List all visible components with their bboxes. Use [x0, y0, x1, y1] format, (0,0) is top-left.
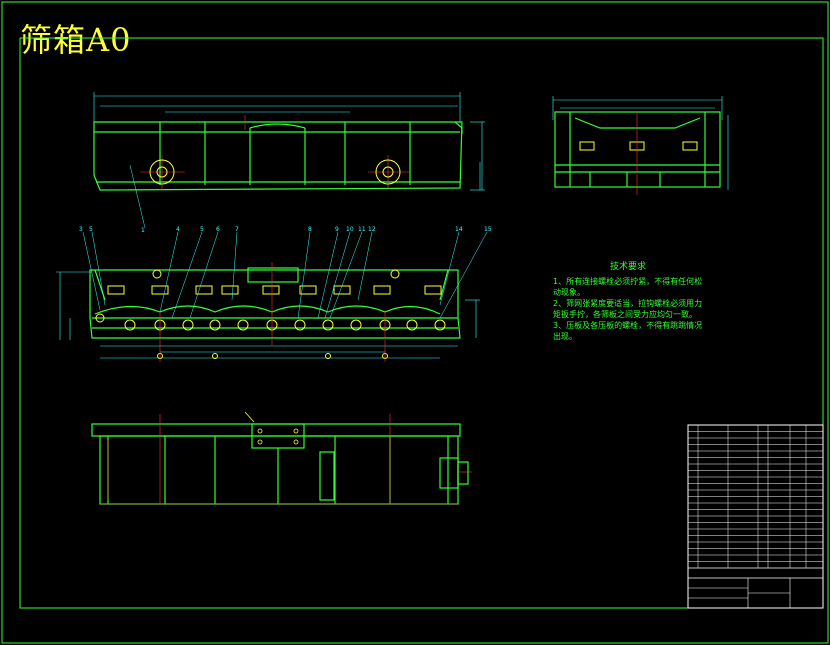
- technical-requirement-item: 3、压板及各压板的螺栓，不得有跳跳情况出现。: [553, 321, 703, 341]
- callout-labels: 3 5 4 5 6 7 8 9 10 11 12 14 15 1: [79, 226, 492, 234]
- callout-label: 1: [141, 227, 145, 234]
- drawing-title: 筛箱A0: [20, 21, 132, 59]
- technical-requirement-item: 1、所有连接螺栓必须拧紧，不得有任何松动现象。: [553, 277, 703, 297]
- callout-label: 6: [216, 226, 220, 233]
- inner-border: [19, 37, 824, 609]
- callout-label: 10: [346, 226, 354, 233]
- callout-label: 15: [484, 226, 492, 233]
- main-view-top: [93, 92, 485, 229]
- callout-label: 3: [79, 226, 83, 233]
- plan-view: [91, 411, 472, 505]
- section-view: [56, 231, 488, 362]
- callout-label: 5: [89, 226, 93, 233]
- callout-label: 12: [368, 226, 376, 233]
- callout-label: 11: [358, 226, 366, 233]
- side-view: [552, 96, 729, 195]
- callout-label: 9: [335, 226, 339, 233]
- callout-label: 14: [455, 226, 463, 233]
- technical-requirements: 技术要求 1、所有连接螺栓必须拧紧，不得有任何松动现象。 2、筛网张紧度要适当，…: [553, 262, 703, 342]
- technical-requirements-heading: 技术要求: [609, 262, 646, 272]
- title-block: [687, 424, 824, 609]
- callout-label: 5: [200, 226, 204, 233]
- callout-label: 4: [176, 226, 180, 233]
- callout-label: 7: [235, 226, 239, 233]
- technical-requirement-item: 2、筛网张紧度要适当，拉钩螺栓必须用力矩扳手拧，各筛板之间受力应均匀一致。: [553, 299, 703, 319]
- callout-label: 8: [308, 226, 312, 233]
